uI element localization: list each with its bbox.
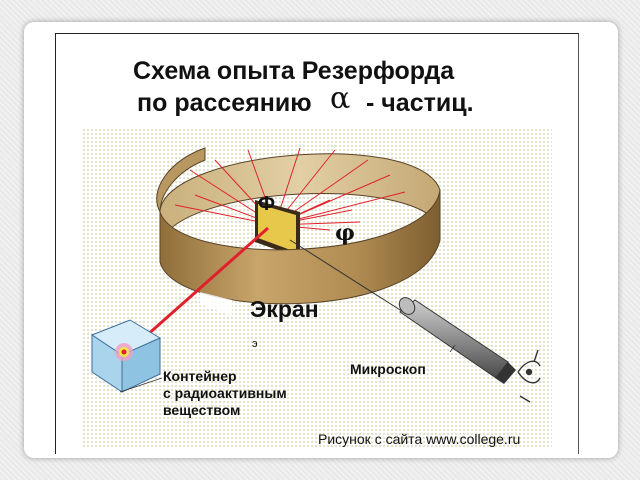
container-label-line-1: Контейнер xyxy=(163,368,237,384)
alpha-beam xyxy=(127,226,269,354)
radioactive-container xyxy=(90,319,162,393)
title-line-1: Схема опыта Резерфорда xyxy=(133,57,455,85)
microscope-label: Микроскоп xyxy=(350,361,426,377)
alpha-symbol: α xyxy=(330,81,351,116)
container-label-line-3: веществом xyxy=(163,402,241,418)
microscope xyxy=(398,297,516,384)
screen-label: Экран xyxy=(250,296,319,322)
small-e-label: э xyxy=(252,338,258,350)
ring-left-end xyxy=(156,147,206,213)
phi-lower-label: φ xyxy=(335,220,355,246)
phi-upper-label: Ф xyxy=(258,193,276,215)
container-label: Контейнер с радиоактивным веществом xyxy=(163,368,287,419)
figure-frame xyxy=(55,33,579,454)
ring-gap xyxy=(200,292,232,316)
source-credit: Рисунок с сайта www.college.ru xyxy=(318,431,521,447)
eye-icon xyxy=(517,349,541,403)
sight-line xyxy=(289,239,409,316)
title-line-2b: - частиц. xyxy=(366,89,474,117)
container-leader xyxy=(119,377,163,393)
gold-foil xyxy=(255,200,300,258)
title-line-2a: по рассеянию xyxy=(137,89,312,117)
microscope-leader xyxy=(449,344,456,353)
container-label-line-2: с радиоактивным xyxy=(163,385,287,401)
